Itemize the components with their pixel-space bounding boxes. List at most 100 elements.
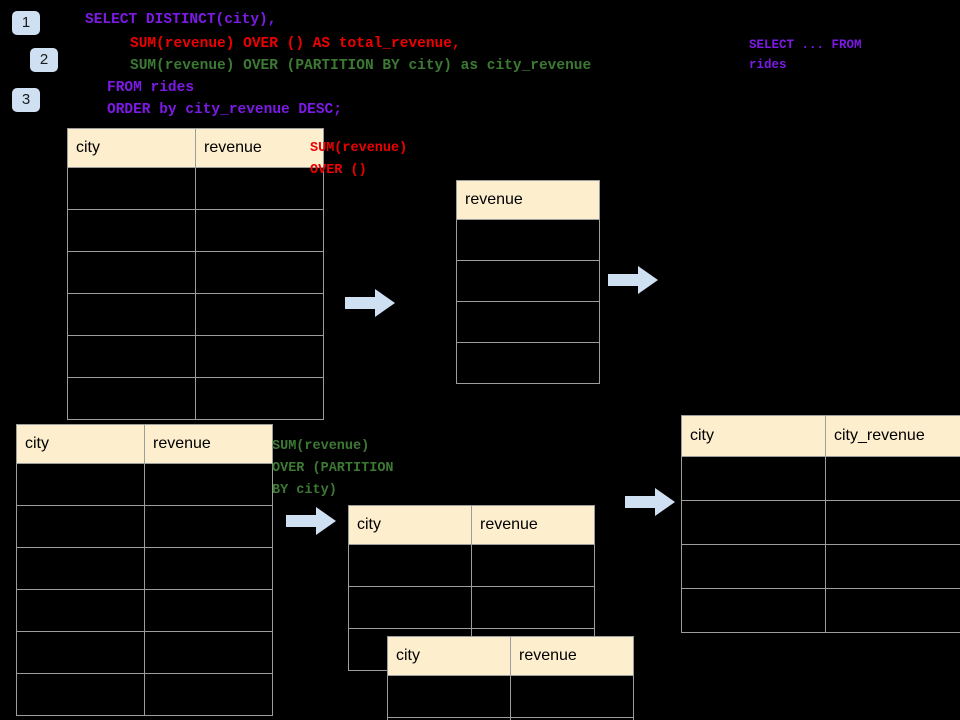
step-badge-2: 2 — [30, 48, 58, 72]
table-row — [456, 219, 600, 261]
table-row — [67, 209, 324, 252]
cell-city — [67, 377, 196, 420]
cell-city — [16, 463, 145, 506]
table-row — [67, 377, 324, 420]
table-total-revenue: revenue — [456, 180, 600, 384]
cell-revenue — [510, 675, 634, 718]
cell-revenue — [456, 342, 600, 384]
sql-line-order-by: ORDER by city_revenue DESC; — [107, 102, 342, 118]
table-row — [16, 673, 273, 716]
annotation-partition-window-line2: OVER (PARTITION — [272, 461, 394, 476]
cell-revenue — [471, 544, 595, 587]
cell-revenue — [195, 209, 324, 252]
cell-city — [16, 631, 145, 674]
table-row — [387, 675, 634, 718]
table-row — [681, 588, 960, 633]
annotation-partition-window-line1: SUM(revenue) — [272, 439, 370, 454]
column-header-revenue: revenue — [510, 636, 634, 676]
table-header-row: city revenue — [67, 128, 324, 168]
column-header-city: city — [348, 505, 472, 545]
sql-line-from-rides: FROM rides — [107, 80, 195, 96]
cell-revenue — [471, 586, 595, 629]
column-header-revenue: revenue — [144, 424, 273, 464]
cell-revenue — [195, 251, 324, 294]
sql-side-note-line2: rides — [749, 58, 787, 72]
cell-revenue — [144, 463, 273, 506]
cell-revenue — [195, 167, 324, 210]
table-row — [681, 544, 960, 589]
arrow-top-right-icon — [608, 266, 658, 294]
table-row — [681, 456, 960, 501]
table-row — [67, 251, 324, 294]
cell-revenue — [456, 301, 600, 343]
column-header-revenue: revenue — [195, 128, 324, 168]
table-partition-front: city revenue — [387, 636, 634, 720]
table-row — [456, 260, 600, 302]
annotation-total-window-line2: OVER () — [310, 163, 367, 178]
table-header-row: city revenue — [387, 636, 634, 676]
column-header-city: city — [16, 424, 145, 464]
cell-revenue — [144, 673, 273, 716]
cell-city — [16, 589, 145, 632]
cell-city — [16, 505, 145, 548]
cell-revenue — [510, 717, 634, 720]
table-rides-top: city revenue — [67, 128, 324, 420]
table-result: city city_revenue — [681, 415, 960, 633]
column-header-city: city — [681, 415, 826, 457]
arrow-bottom-right-icon — [625, 488, 675, 516]
cell-revenue — [144, 631, 273, 674]
cell-revenue — [144, 547, 273, 590]
table-row — [67, 335, 324, 378]
cell-city — [681, 456, 826, 501]
step-badge-3: 3 — [12, 88, 40, 112]
column-header-city: city — [67, 128, 196, 168]
table-header-row: revenue — [456, 180, 600, 220]
cell-city — [67, 335, 196, 378]
cell-revenue — [195, 377, 324, 420]
cell-city — [348, 586, 472, 629]
table-rides-bottom: city revenue — [16, 424, 273, 716]
column-header-revenue: revenue — [456, 180, 600, 220]
table-row — [456, 301, 600, 343]
column-header-city-revenue: city_revenue — [825, 415, 960, 457]
sql-side-note-line1: SELECT ... FROM — [749, 38, 862, 52]
sql-line-select-distinct: SELECT DISTINCT(city), — [85, 12, 277, 28]
cell-city — [681, 500, 826, 545]
table-row — [681, 500, 960, 545]
cell-city-revenue — [825, 500, 960, 545]
cell-city — [681, 588, 826, 633]
cell-city — [67, 251, 196, 294]
table-row — [16, 505, 273, 548]
table-row — [348, 544, 595, 587]
cell-city-revenue — [825, 588, 960, 633]
sql-line-total-revenue: SUM(revenue) OVER () AS total_revenue, — [130, 36, 461, 52]
annotation-total-window-line1: SUM(revenue) — [310, 141, 408, 156]
cell-city — [67, 209, 196, 252]
column-header-revenue: revenue — [471, 505, 595, 545]
table-row — [387, 717, 634, 720]
cell-city — [67, 293, 196, 336]
cell-revenue — [195, 335, 324, 378]
cell-city — [16, 547, 145, 590]
table-row — [67, 293, 324, 336]
arrow-top-left-icon — [345, 289, 395, 317]
cell-city — [16, 673, 145, 716]
cell-city-revenue — [825, 456, 960, 501]
cell-city — [67, 167, 196, 210]
cell-city — [387, 675, 511, 718]
table-header-row: city revenue — [348, 505, 595, 545]
table-row — [348, 586, 595, 629]
cell-revenue — [195, 293, 324, 336]
annotation-partition-window-line3: BY city) — [272, 483, 337, 498]
table-row — [67, 167, 324, 210]
cell-revenue — [144, 505, 273, 548]
sql-line-city-revenue: SUM(revenue) OVER (PARTITION BY city) as… — [130, 58, 592, 74]
cell-revenue — [144, 589, 273, 632]
table-header-row: city revenue — [16, 424, 273, 464]
table-row — [456, 342, 600, 384]
arrow-bottom-left-icon — [286, 507, 336, 535]
table-row — [16, 631, 273, 674]
cell-revenue — [456, 260, 600, 302]
cell-city — [348, 544, 472, 587]
